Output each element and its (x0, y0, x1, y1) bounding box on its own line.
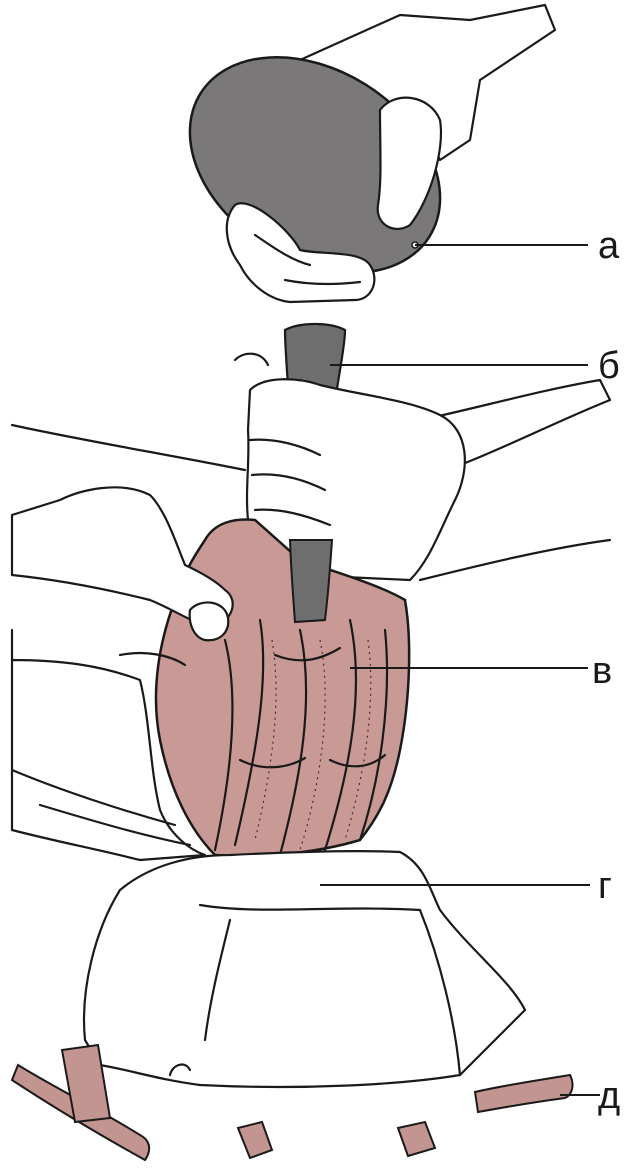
hammerstone-group (150, 5, 555, 317)
flake-small-center (238, 1122, 272, 1158)
right-arm-bottom-line (420, 540, 610, 580)
flake-small-right (398, 1122, 435, 1156)
punch-tip (290, 540, 332, 622)
anvil-stone (84, 851, 525, 1087)
left-thumb (190, 602, 229, 640)
label-g: г (598, 865, 612, 907)
label-v: в (592, 650, 612, 692)
anvil-group (84, 851, 525, 1087)
flake-blade (475, 1075, 572, 1112)
left-arm-top-line (12, 425, 245, 470)
label-b: б (598, 345, 620, 387)
label-d: д (598, 1075, 620, 1117)
label-a: а (598, 225, 620, 267)
